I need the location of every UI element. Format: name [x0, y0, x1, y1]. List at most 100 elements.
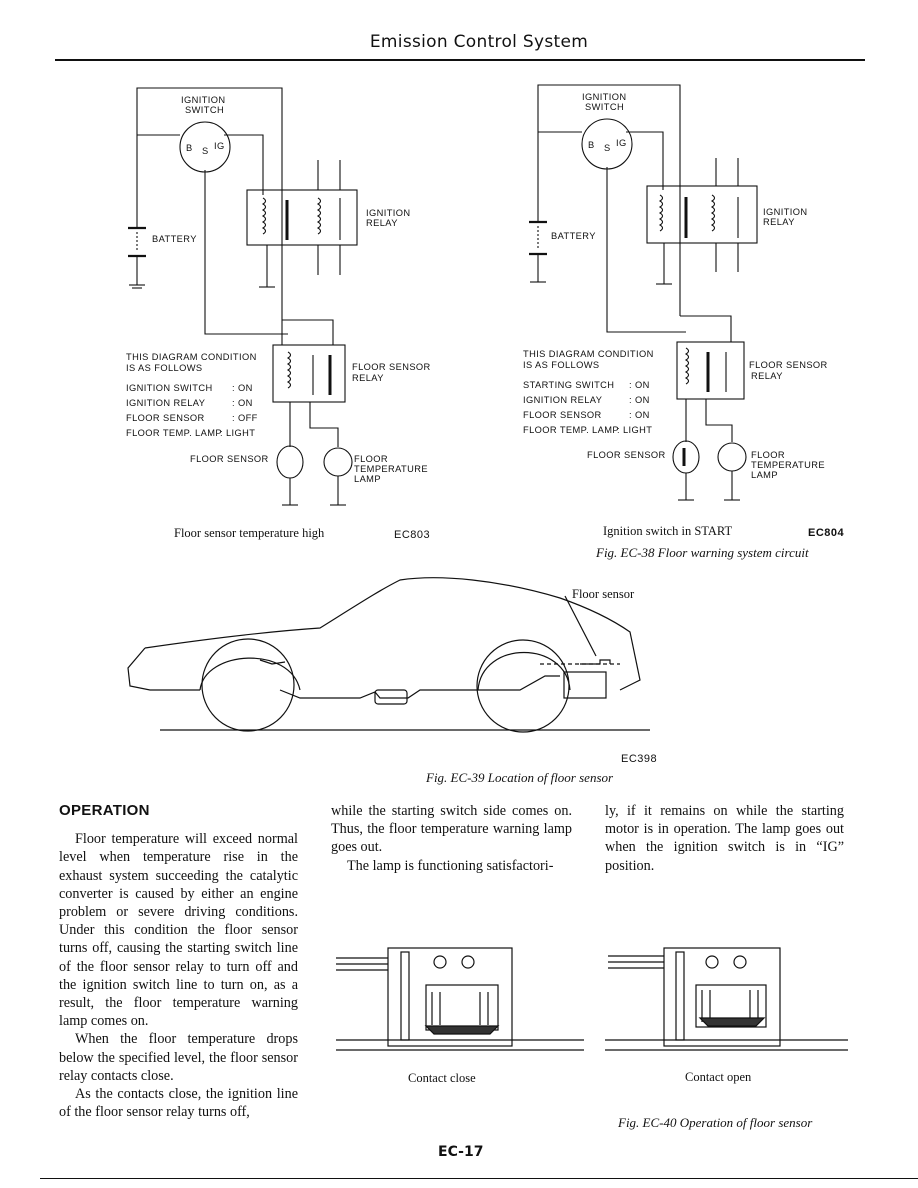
right-terminal-ig: IG [616, 138, 627, 148]
left-condition-4-label: FLOOR TEMP. LAMP [126, 428, 222, 438]
right-code: EC804 [808, 527, 845, 539]
left-condition-2-label: IGNITION RELAY [126, 398, 205, 408]
left-lamp-label-2: TEMPERATURE [354, 464, 428, 474]
left-terminal-s: S [202, 146, 209, 156]
operation-paragraph-5: The lamp is functioning satisfactori- [347, 857, 554, 874]
right-caption: Ignition switch in START [603, 524, 733, 538]
floor-sensor-leader [564, 595, 597, 657]
left-floor-relay-label-2: RELAY [352, 373, 384, 383]
right-condition-1-label: STARTING SWITCH [523, 380, 614, 390]
right-relay-coil-1 [658, 194, 664, 232]
left-lamp-label-1: FLOOR [354, 454, 388, 464]
left-ignition-relay-label-2: RELAY [366, 218, 398, 228]
footer-rule [40, 1178, 918, 1180]
muffler [563, 671, 607, 699]
right-lamp-lead [705, 399, 733, 442]
left-floor-sensor-label: FLOOR SENSOR [190, 454, 269, 464]
operation-heading: OPERATION [59, 802, 150, 819]
operation-paragraph-4: while the starting switch side comes on.… [331, 803, 572, 856]
left-terminal-ig: IG [214, 141, 225, 151]
right-condition-3-value: : ON [629, 410, 650, 420]
circuit-diagram-left: IGNITION SWITCH B S IG BATTERY IGNITION … [126, 87, 431, 541]
left-floor-relay-label-1: FLOOR SENSOR [352, 362, 431, 372]
car-body-top [144, 577, 641, 691]
left-condition-3-value: : OFF [232, 413, 258, 423]
sensor-open-contacts [701, 990, 759, 1022]
page-number: EC-17 [438, 1144, 484, 1160]
right-condition-2-label: IGNITION RELAY [523, 395, 602, 405]
text-column-2: while the starting switch side comes on.… [331, 802, 572, 875]
left-battery-label: BATTERY [152, 234, 197, 244]
sensor-close-contacts [431, 992, 489, 1025]
left-ignition-switch-label-2: SWITCH [185, 105, 224, 115]
left-ig-wire [224, 134, 264, 195]
floor-sensor-label: Floor sensor [572, 587, 635, 601]
right-ignition-relay-box [646, 185, 758, 244]
page-header: Emission Control System [0, 32, 918, 52]
sensor-contact-open [605, 947, 848, 1051]
right-condition-title-2: IS AS FOLLOWS [523, 360, 600, 370]
sensor-open-terminal-2 [733, 955, 747, 969]
right-lamp-label-1: FLOOR [751, 450, 785, 460]
left-condition-1-value: : ON [232, 383, 253, 393]
right-floor-relay-label-1: FLOOR SENSOR [749, 360, 828, 370]
rear-suspension [259, 659, 286, 665]
sensor-open-bimetal [695, 984, 767, 1028]
page-title: Emission Control System [369, 32, 589, 52]
right-ignition-relay-label-1: IGNITION [763, 207, 808, 217]
left-lamp-lead [309, 402, 339, 447]
right-s-wire [606, 167, 686, 333]
car-outline [127, 577, 650, 733]
right-condition-title-1: THIS DIAGRAM CONDITION [523, 349, 654, 359]
sensor-close-terminal-1 [433, 955, 447, 969]
rear-wheel [201, 638, 295, 732]
left-lamp-label-3: LAMP [354, 474, 381, 484]
sensor-open-plate [698, 1017, 766, 1027]
left-top-wire [136, 87, 283, 345]
exhaust-pipe [279, 675, 560, 699]
contact-close-label: Contact close [408, 1071, 476, 1085]
operation-paragraph-3: As the contacts close, the ignition line… [59, 1086, 298, 1121]
left-relay-coil-2 [316, 197, 322, 235]
operation-paragraph-1: Floor temperature will exceed normal lev… [59, 831, 298, 1030]
right-condition-1-value: : ON [629, 380, 650, 390]
sensor-close-plate [424, 1025, 500, 1035]
right-condition-3-label: FLOOR SENSOR [523, 410, 602, 420]
right-ignition-switch-label-1: IGNITION [582, 92, 627, 102]
left-floor-relay-coil [286, 351, 292, 389]
right-floor-relay-feed [680, 315, 732, 342]
text-column-3: ly, if it remains on while the starting … [605, 802, 844, 875]
right-terminal-b: B [588, 140, 595, 150]
fig-40-caption: Fig. EC-40 Operation of floor sensor [617, 1115, 813, 1130]
left-ignition-relay-label-1: IGNITION [366, 208, 411, 218]
left-condition-title-1: THIS DIAGRAM CONDITION [126, 352, 257, 362]
operation-paragraph-2: When the floor temperature drops below t… [59, 1031, 298, 1084]
header-rule [55, 59, 865, 61]
right-lamp-label-3: LAMP [751, 470, 778, 480]
sensor-close-bimetal [425, 984, 499, 1031]
right-terminal-s: S [604, 143, 611, 153]
fig-39-caption: Fig. EC-39 Location of floor sensor [425, 770, 614, 785]
left-condition-2-value: : ON [232, 398, 253, 408]
right-condition-4-label: FLOOR TEMP. LAMP [523, 425, 619, 435]
front-wheel-arch [477, 651, 571, 691]
right-condition-4-value: : LIGHT [617, 425, 652, 435]
left-code: EC803 [394, 529, 430, 541]
text-column-1: OPERATION Floor temperature will exceed … [59, 802, 298, 1121]
left-floor-relay-box [272, 344, 346, 403]
right-condition-2-value: : ON [629, 395, 650, 405]
right-relay-coil-2 [710, 194, 716, 232]
left-relay-coil-1 [261, 197, 267, 235]
left-condition-3-label: FLOOR SENSOR [126, 413, 205, 423]
sensor-close-housing [387, 947, 513, 1047]
sensor-open-terminal-1 [705, 955, 719, 969]
right-ig-wire [626, 131, 664, 190]
right-floor-relay-coil [684, 347, 690, 385]
right-floor-relay-box [676, 341, 745, 400]
floor-sensor-figure: Contact close Contact open Fig. EC-40 Op… [336, 947, 848, 1130]
left-s-wire [204, 170, 288, 335]
left-ignition-switch-label-1: IGNITION [181, 95, 226, 105]
operation-paragraph-6: ly, if it remains on while the starting … [605, 803, 844, 874]
car-rear [127, 647, 200, 691]
sensor-open-housing [663, 947, 781, 1047]
